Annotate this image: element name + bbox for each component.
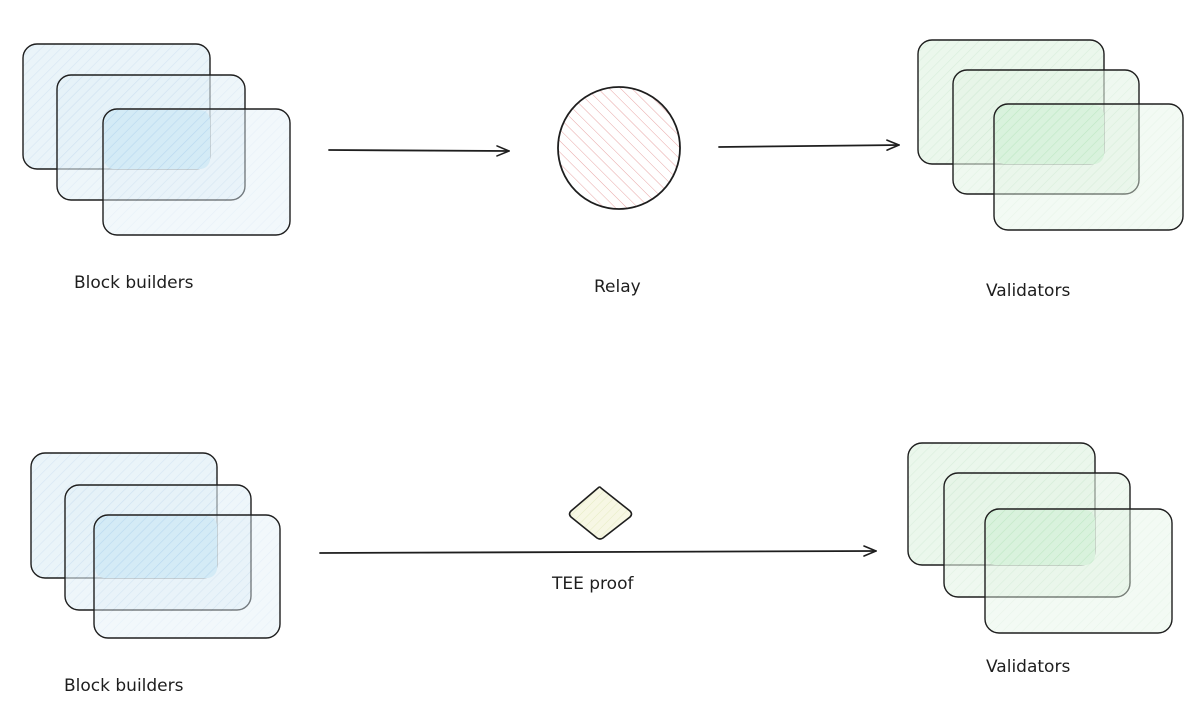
top-validator-card-3: [993, 103, 1184, 231]
bottom-builder-card-3: [93, 514, 281, 639]
top-block-builders-stack: [22, 43, 291, 236]
bottom-validator-card-3: [984, 508, 1173, 634]
top-block-builders-label: Block builders: [74, 273, 194, 293]
bottom-validators-label: Validators: [986, 657, 1070, 677]
top-arrow-builders-to-relay: [328, 145, 510, 157]
bottom-block-builders-label: Block builders: [64, 676, 184, 696]
top-validators-label: Validators: [986, 281, 1070, 301]
bottom-block-builders-stack: [30, 452, 281, 639]
relay-circle: [557, 86, 681, 210]
top-arrow-relay-to-validators: [718, 139, 900, 151]
relay-label: Relay: [594, 277, 641, 297]
tee-proof-label: TEE proof: [551, 574, 634, 594]
tee-proof-diamond-icon: [568, 486, 633, 540]
bottom-validators-stack: [907, 442, 1173, 634]
top-builder-card-3: [102, 108, 291, 236]
top-validators-stack: [917, 39, 1184, 231]
bottom-arrow-builders-to-validators: [319, 545, 877, 557]
